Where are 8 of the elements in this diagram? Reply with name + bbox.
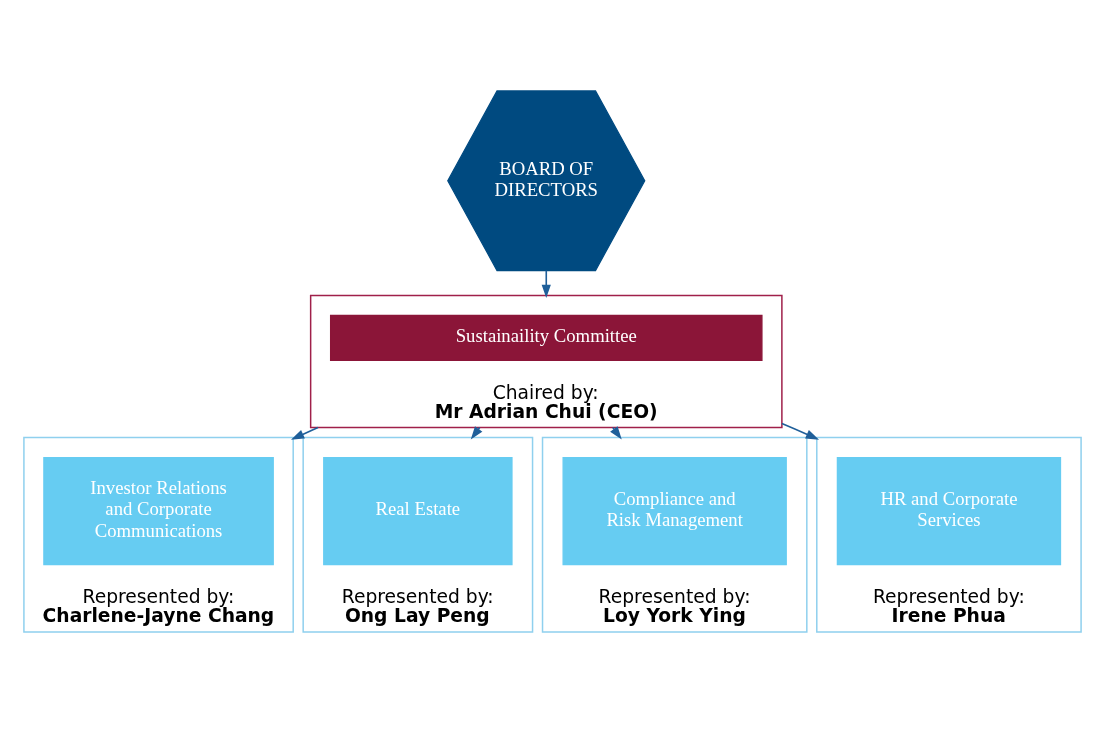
node-box: Investor Relations and Corporate Communications [43, 456, 274, 566]
node-box: Sustainaility Committee [329, 314, 763, 361]
node-box: Compliance and Risk Management [562, 456, 787, 566]
arrow [290, 426, 319, 440]
node-box: HR and Corporate Services [836, 456, 1062, 566]
arrow [781, 422, 820, 440]
node-box: Real Estate [323, 456, 513, 566]
arrow [541, 269, 551, 298]
